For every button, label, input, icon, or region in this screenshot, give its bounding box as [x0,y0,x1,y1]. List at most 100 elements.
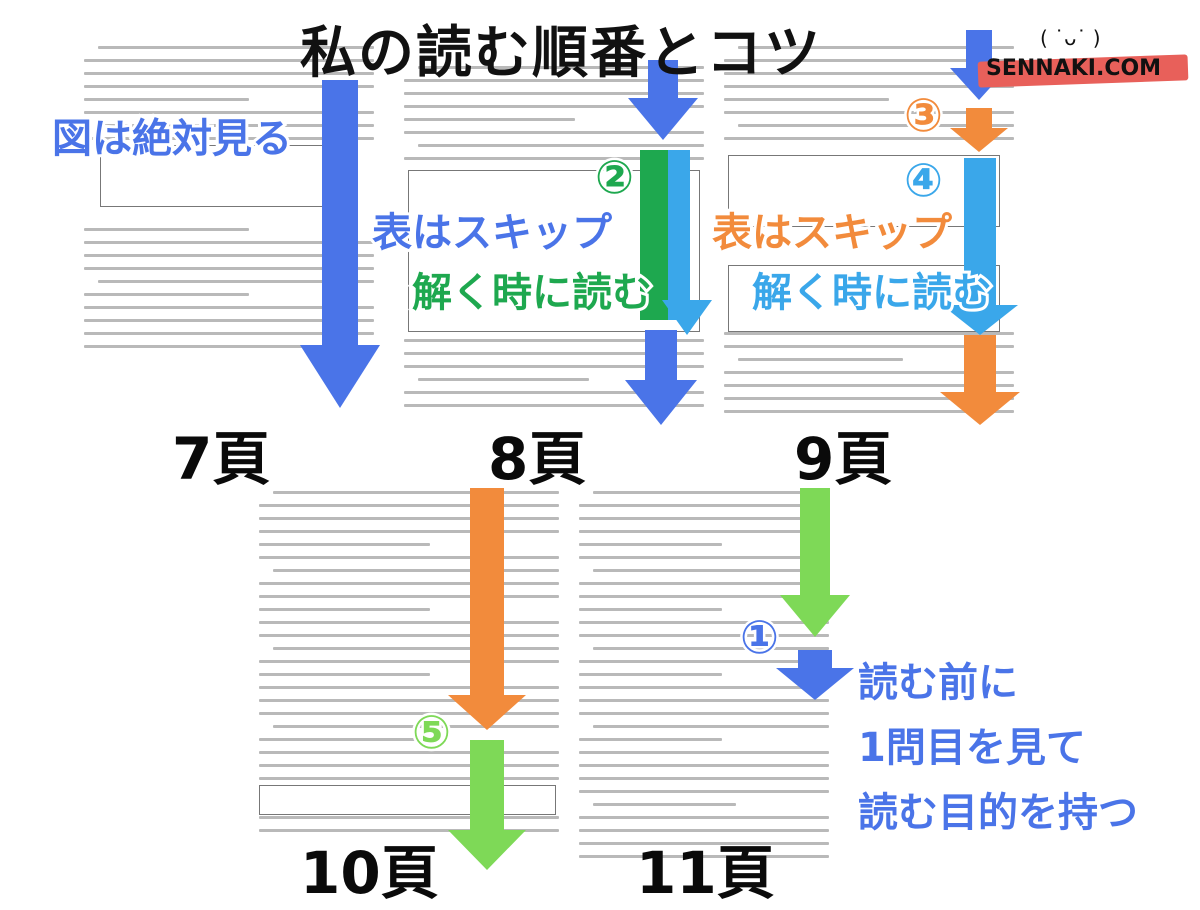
text-line [738,358,903,361]
text-line [579,634,829,637]
text-line [259,673,430,676]
page-label-8: 8頁 [488,425,587,493]
arrow-page11-green [780,488,850,637]
text-line [724,410,1014,413]
text-line [418,66,704,69]
arrow-page8-top [628,60,698,140]
text-line [259,829,559,832]
text-line [84,345,374,348]
text-line [724,384,1014,387]
text-line [579,595,829,598]
text-line [579,751,829,754]
text-line [84,293,249,296]
arrow-page9-orange-top [950,108,1008,152]
text-line [259,777,559,780]
note-before-reading-2: 1問目を見て [855,722,1089,774]
table-box [259,785,556,815]
text-line [404,157,704,160]
text-line [404,339,704,342]
text-line [404,92,704,95]
arrow-page8-green [640,150,712,335]
step-3: ③ [902,86,946,145]
text-line [579,790,829,793]
text-line [259,582,559,585]
text-line [579,829,829,832]
text-line [724,72,1014,75]
text-line [593,647,829,650]
note-before-reading-1: 読む前に [855,657,1021,709]
text-line [259,556,559,559]
note-read-when-solving-2: 解く時に読む [749,267,995,319]
text-line [579,764,829,767]
text-line [579,842,829,845]
text-line [404,352,704,355]
step-5: ⑤ [410,703,454,762]
text-line [259,634,559,637]
text-line [593,725,829,728]
text-line [724,345,1014,348]
text-line [259,764,559,767]
text-line [259,699,559,702]
text-line [98,280,374,283]
text-line [724,85,1014,88]
note-before-reading-3: 読む目的を持つ [855,787,1141,839]
text-line [579,712,829,715]
text-line [84,306,374,309]
text-line [84,137,374,140]
text-line [579,582,829,585]
text-line [404,391,704,394]
text-line [724,371,1014,374]
step-4: ④ [902,151,946,210]
arrow-page10-green [448,740,526,870]
page-label-11: 11頁 [636,839,775,907]
text-line [738,46,1014,49]
note-skip-table-1: 表はスキップ [369,207,615,259]
text-line [259,751,559,754]
arrow-page9-orange-bottom [940,335,1020,425]
text-line [84,332,374,335]
text-line [579,816,829,819]
text-line [579,504,829,507]
text-line [98,46,374,49]
text-line [259,530,559,533]
text-line [724,98,889,101]
text-line [84,111,374,114]
text-line [579,738,722,741]
text-line [593,803,736,806]
text-line [98,124,374,127]
text-line [579,660,829,663]
text-line [273,491,559,494]
text-line [259,686,559,689]
arrow-page10-orange [448,488,526,730]
text-line [404,79,704,82]
text-line [84,59,374,62]
text-line [259,517,559,520]
text-line [259,712,559,715]
text-line [84,72,374,75]
table-box [728,155,1000,227]
text-line [84,228,249,231]
text-line [579,621,829,624]
table-box [728,265,1000,332]
text-line [579,556,829,559]
text-line [724,59,1014,62]
text-line [593,491,829,494]
text-line [259,595,559,598]
text-line [579,673,722,676]
text-line [273,569,559,572]
text-line [579,699,829,702]
arrow-page8-bottom [625,330,697,425]
text-line [579,530,829,533]
note-skip-table-2: 表はスキップ [709,207,955,259]
text-line [259,504,559,507]
page-label-9: 9頁 [794,425,893,493]
text-line [579,517,829,520]
main-title: 私の読む順番とコツ [300,21,822,86]
text-line [273,725,559,728]
text-line [259,608,430,611]
text-line [579,686,829,689]
arrow-page7 [300,80,380,408]
step-1: ① [738,608,782,667]
text-line [84,254,374,257]
logo-text: SENNAKI.COM [986,56,1162,81]
